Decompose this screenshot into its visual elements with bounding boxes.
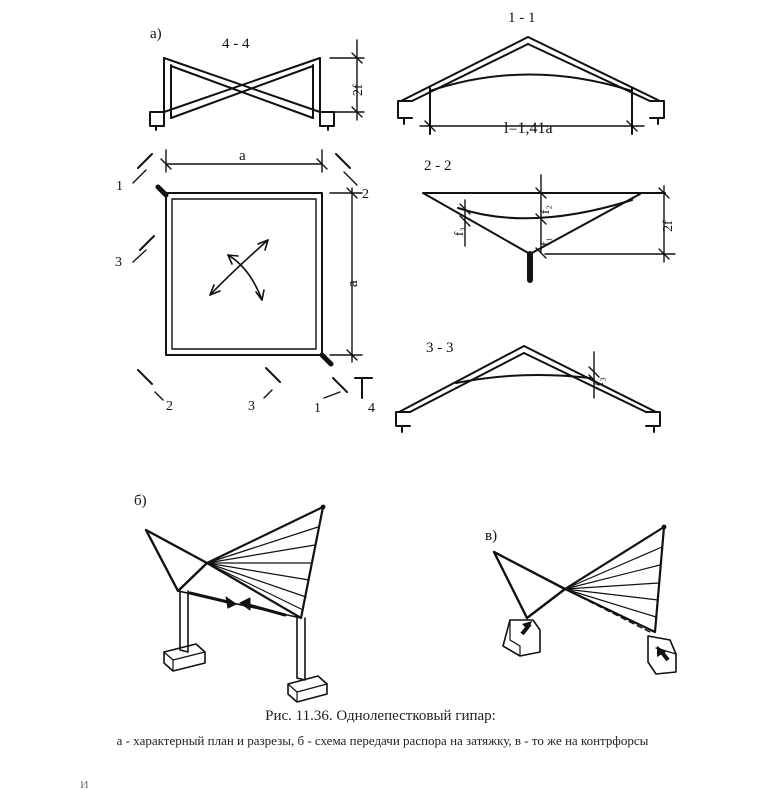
label-plan-a-horizontal: a — [239, 148, 246, 164]
label-2f-top: 2f — [351, 84, 366, 96]
label-b: б) — [134, 493, 147, 509]
plan-drawing — [132, 149, 373, 401]
label-f2: f₂ — [537, 205, 552, 214]
label-f3-section-2: f₃ — [451, 227, 466, 236]
perspective-v-drawing — [492, 525, 677, 675]
label-cut-3-left: 3 — [115, 255, 122, 270]
tension-arrows — [188, 591, 287, 617]
section-4-4-drawing — [149, 39, 365, 131]
section-1-1-drawing — [397, 36, 665, 135]
label-f3-section-3: f₃ — [591, 377, 606, 386]
section-2-2-drawing — [422, 174, 676, 283]
figure-caption-title: Рис. 11.36. Однолепестковый гипар: — [265, 708, 496, 724]
label-cut-1-bottom: 1 — [314, 401, 321, 416]
label-cut-2-bottom: 2 — [166, 399, 173, 414]
figure-caption-description: а - характерный план и разрезы, б - схем… — [116, 733, 649, 748]
label-f1: f₁ — [537, 237, 552, 246]
label-span: l=1,41a — [504, 120, 553, 137]
label-cut-2-top: 2 — [362, 187, 369, 202]
partial-next-line-text: И — [80, 781, 89, 790]
label-2f-section-2: 2f — [661, 220, 676, 232]
partial-next-line: И — [80, 781, 680, 790]
section-3-3-drawing — [395, 345, 661, 433]
perspective-b-drawing — [144, 505, 328, 703]
label-cut-3-bottom: 3 — [248, 399, 255, 414]
label-cut-1-top: 1 — [116, 179, 123, 194]
label-section-1-1: 1 - 1 — [508, 10, 536, 26]
label-v: в) — [485, 528, 497, 544]
label-a: а) — [150, 26, 162, 42]
label-section-4-4: 4 - 4 — [222, 36, 250, 52]
label-section-3-3: 3 - 3 — [426, 340, 454, 356]
label-plan-a-vertical: a — [345, 280, 361, 287]
label-section-2-2: 2 - 2 — [424, 158, 452, 174]
label-cut-4: 4 — [368, 401, 375, 416]
